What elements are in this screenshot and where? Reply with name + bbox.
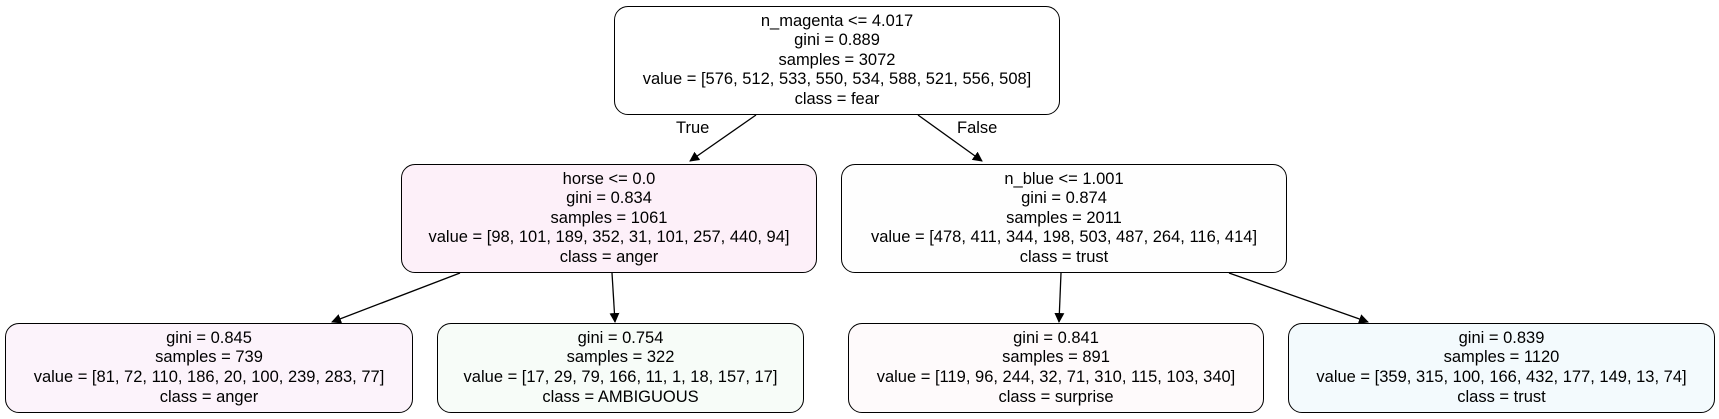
- node-class: class = surprise: [998, 387, 1114, 406]
- node-samples: samples = 1120: [1443, 348, 1560, 367]
- tree-node-root: n_magenta <= 4.017 gini = 0.889 samples …: [614, 6, 1060, 115]
- node-samples: samples = 1061: [550, 208, 668, 227]
- node-value: value = [576, 512, 533, 550, 534, 588, 5…: [642, 70, 1032, 89]
- node-value: value = [359, 315, 100, 166, 432, 177, 1…: [1316, 368, 1687, 386]
- node-value: value = [478, 411, 344, 198, 503, 487, 2…: [870, 228, 1258, 247]
- tree-leaf-left-left: gini = 0.845 samples = 739 value = [81, …: [5, 323, 413, 413]
- node-value: value = [17, 29, 79, 166, 11, 1, 18, 157…: [463, 368, 778, 386]
- node-gini: gini = 0.841: [1013, 328, 1099, 347]
- node-class: class = AMBIGUOUS: [542, 387, 699, 406]
- node-value: value = [98, 101, 189, 352, 31, 101, 257…: [428, 228, 790, 247]
- node-gini: gini = 0.874: [1021, 189, 1107, 208]
- tree-node-right: n_blue <= 1.001 gini = 0.874 samples = 2…: [841, 164, 1287, 273]
- node-condition: n_magenta <= 4.017: [760, 11, 914, 30]
- node-samples: samples = 3072: [778, 50, 896, 69]
- tree-leaf-right-left: gini = 0.841 samples = 891 value = [119,…: [848, 323, 1264, 413]
- node-gini: gini = 0.889: [794, 31, 880, 50]
- edge-label-true: True: [676, 119, 710, 137]
- tree-leaf-right-right: gini = 0.839 samples = 1120 value = [359…: [1288, 323, 1715, 413]
- edge-right-rightleaf: [1228, 272, 1369, 324]
- edge-right-leftleaf: [1054, 272, 1065, 323]
- edge-root-right: [917, 114, 983, 162]
- edge-root-left: [689, 114, 757, 162]
- edge-left-leftleaf: [331, 272, 461, 324]
- node-value: value = [81, 72, 110, 186, 20, 100, 239,…: [33, 368, 385, 386]
- node-samples: samples = 322: [566, 348, 675, 367]
- node-class: class = trust: [1457, 387, 1546, 406]
- edge-label-false: False: [957, 119, 998, 137]
- node-gini: gini = 0.839: [1458, 328, 1545, 347]
- node-value: value = [119, 96, 244, 32, 71, 310, 115,…: [876, 368, 1236, 386]
- node-samples: samples = 2011: [1006, 208, 1122, 227]
- node-condition: horse <= 0.0: [562, 169, 656, 188]
- node-gini: gini = 0.834: [566, 189, 652, 208]
- node-class: class = anger: [159, 387, 259, 406]
- tree-leaf-left-right: gini = 0.754 samples = 322 value = [17, …: [437, 323, 804, 413]
- edge-left-rightleaf: [609, 272, 620, 323]
- node-samples: samples = 739: [155, 348, 263, 367]
- node-class: class = anger: [559, 247, 659, 266]
- node-samples: samples = 891: [1002, 348, 1110, 367]
- node-condition: n_blue <= 1.001: [1004, 169, 1124, 188]
- node-class: class = fear: [794, 89, 880, 108]
- node-gini: gini = 0.845: [166, 328, 252, 347]
- node-class: class = trust: [1019, 247, 1109, 266]
- tree-node-left: horse <= 0.0 gini = 0.834 samples = 1061…: [401, 164, 817, 273]
- node-gini: gini = 0.754: [577, 328, 664, 347]
